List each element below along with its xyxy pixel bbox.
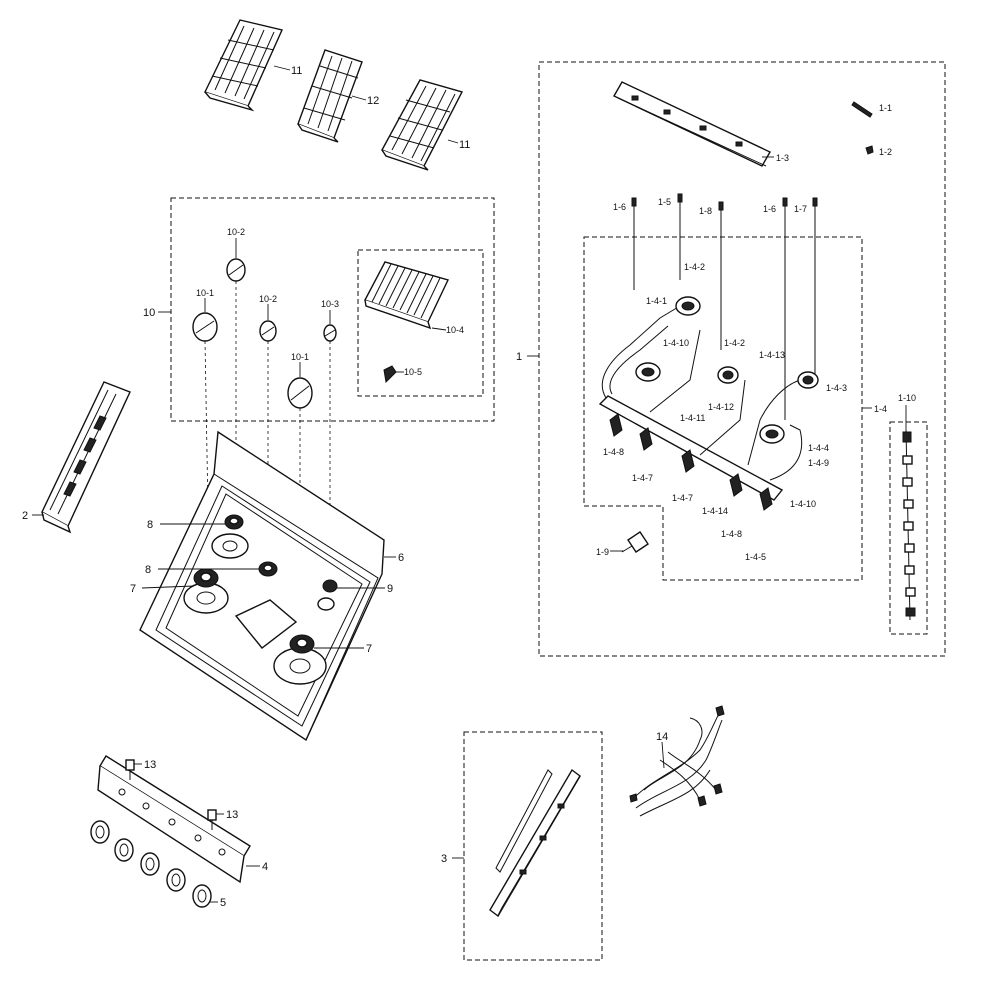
- label-bracket-1-3: 1-3: [776, 153, 789, 163]
- bracket-1-3[interactable]: [613, 81, 771, 167]
- label-valve-1-9: 1-9: [596, 547, 609, 557]
- screw-1-1[interactable]: [851, 101, 873, 118]
- label-v-1-4-7-b: 1-4-7: [672, 493, 693, 503]
- lead-grate-right: [447, 139, 459, 144]
- label-bar-3: 3: [441, 853, 447, 865]
- label-v-1-4-8-a: 1-4-8: [603, 447, 624, 457]
- label-v-1-4-9: 1-4-9: [808, 458, 829, 468]
- label-grate-left: 11: [291, 65, 302, 77]
- label-v-1-4-11: 1-4-11: [680, 413, 705, 423]
- label-screw-1-7: 1-7: [794, 204, 807, 214]
- label-control-panel-4: 4: [262, 861, 268, 873]
- knob-clip-13-b[interactable]: [207, 809, 217, 830]
- group-1-outline: [538, 61, 946, 657]
- label-v-1-4-14: 1-4-14: [702, 506, 728, 516]
- label-burner-7-right: 7: [366, 643, 372, 655]
- bar-3[interactable]: [489, 768, 581, 918]
- griddle-10-4[interactable]: [364, 261, 449, 330]
- label-screw-1-2: 1-2: [879, 147, 892, 157]
- group-3-outline: [463, 731, 603, 961]
- label-switch-1-10: 1-10: [898, 393, 916, 403]
- label-group-1: 1: [516, 351, 522, 363]
- label-v-1-4-2-a: 1-4-2: [684, 262, 705, 272]
- label-v-1-4-7-a: 1-4-7: [632, 473, 653, 483]
- burner-8-top[interactable]: [224, 514, 244, 530]
- label-knobs-5: 5: [220, 897, 226, 909]
- lead-grate-center: [351, 95, 367, 101]
- clip-10-5[interactable]: [383, 365, 397, 384]
- label-screw-1-1: 1-1: [879, 103, 892, 113]
- grate-center[interactable]: [297, 49, 363, 143]
- label-v-1-4-1: 1-4-1: [646, 296, 667, 306]
- label-v-1-4-10-b: 1-4-10: [790, 499, 816, 509]
- label-screw-1-8: 1-8: [699, 206, 712, 216]
- knobs-5[interactable]: [90, 820, 212, 908]
- label-cap-10-1-left: 10-1: [196, 288, 214, 298]
- label-burner-7-left: 7: [130, 583, 136, 595]
- group-10-outline: [170, 197, 495, 422]
- screw-row: [631, 193, 818, 420]
- control-panel-4[interactable]: [97, 755, 251, 884]
- switch-strip-1-10[interactable]: [902, 429, 916, 621]
- burner-8-mid[interactable]: [258, 561, 278, 577]
- label-cap-10-2-mid: 10-2: [259, 294, 277, 304]
- label-griddle-10-4: 10-4: [446, 325, 464, 335]
- label-burner-9: 9: [387, 583, 393, 595]
- label-screw-1-6-a: 1-6: [613, 202, 626, 212]
- label-v-1-4-10-a: 1-4-10: [663, 338, 689, 348]
- label-v-1-4-3: 1-4-3: [826, 383, 847, 393]
- label-group-1-4: 1-4: [874, 404, 887, 414]
- burner-7-right[interactable]: [289, 634, 315, 654]
- label-panel-2: 2: [22, 510, 28, 522]
- label-grate-right: 11: [459, 139, 470, 151]
- side-panel-2[interactable]: [41, 381, 131, 534]
- label-knob-clip-13-a: 13: [144, 759, 156, 771]
- label-grate-center: 12: [367, 95, 379, 107]
- label-cooktop-6: 6: [398, 552, 404, 564]
- lead-grate-left: [273, 65, 291, 71]
- label-v-1-4-13: 1-4-13: [759, 350, 785, 360]
- group-1-4-outline: [583, 236, 863, 581]
- burner-9[interactable]: [322, 579, 338, 593]
- group-1-10-outline: [889, 421, 928, 635]
- label-burner-8-mid: 8: [145, 564, 151, 576]
- label-v-1-4-12: 1-4-12: [708, 402, 734, 412]
- knob-clip-13-a[interactable]: [125, 759, 135, 780]
- label-v-1-4-2-b: 1-4-2: [724, 338, 745, 348]
- label-v-1-4-5: 1-4-5: [745, 552, 766, 562]
- label-v-1-4-4: 1-4-4: [808, 443, 829, 453]
- label-clip-10-5: 10-5: [404, 367, 422, 377]
- label-v-1-4-8-b: 1-4-8: [721, 529, 742, 539]
- label-cap-10-2-top: 10-2: [227, 227, 245, 237]
- cooktop-6[interactable]: [139, 430, 385, 742]
- group-10-4-outline: [357, 249, 484, 397]
- label-screw-1-5: 1-5: [658, 197, 671, 207]
- grate-right[interactable]: [381, 79, 464, 171]
- label-knob-clip-13-b: 13: [226, 809, 238, 821]
- grate-left[interactable]: [204, 19, 283, 112]
- burner-7-left[interactable]: [193, 568, 219, 588]
- label-cap-10-3: 10-3: [321, 299, 339, 309]
- label-harness-14: 14: [656, 731, 668, 743]
- label-group-10: 10: [143, 307, 155, 319]
- valve-1-9[interactable]: [621, 531, 649, 553]
- label-burner-8-top: 8: [147, 519, 153, 531]
- label-cap-10-1-mid: 10-1: [291, 352, 309, 362]
- wire-harness-14[interactable]: [629, 705, 725, 817]
- burner-manifold-1-4[interactable]: [598, 296, 819, 511]
- screw-1-2[interactable]: [865, 145, 874, 155]
- label-screw-1-6-b: 1-6: [763, 204, 776, 214]
